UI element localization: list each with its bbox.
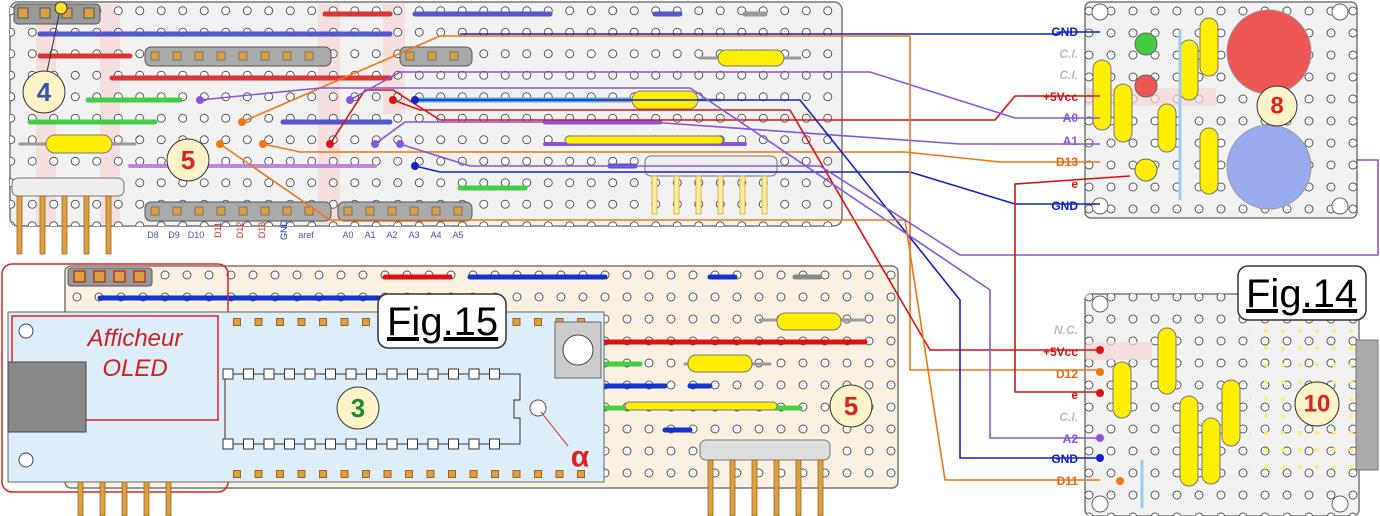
pin-label-d8: D8: [147, 230, 159, 240]
pin-label-a1: A1: [364, 230, 375, 240]
push-button[interactable]: [554, 321, 602, 379]
fig8-board: [1084, 1, 1358, 219]
fig14-label: Fig.14: [1246, 272, 1357, 316]
callout-10-label: 10: [1304, 391, 1331, 418]
callout-5-top-label: 5: [181, 145, 195, 175]
fig8-label-4: A0: [1063, 111, 1079, 125]
top-headers: [13, 3, 473, 222]
pin-label-a4: A4: [430, 230, 441, 240]
bottom-resistors: [624, 312, 842, 411]
pin-label-d11: D11: [213, 222, 223, 238]
pin-label-d9: D9: [168, 230, 180, 240]
pin-label-d10: D10: [188, 230, 205, 240]
fig10-label-3: e: [1071, 388, 1078, 402]
fig8-label-0: GND: [1051, 25, 1078, 39]
fig15-caption: Fig.15: [377, 293, 507, 349]
fig8-label-5: A1: [1063, 134, 1079, 148]
interconnect-wires: [199, 31, 1379, 481]
arduino-pin-labels: D8 D9 D10 D11 D12 D13 GND aref A0 A1 A2 A3 A4 A5: [147, 220, 463, 241]
fig8-label-1: C.I.: [1059, 47, 1078, 61]
fig10-label-6: GND: [1051, 452, 1078, 466]
callout-3: 3: [336, 386, 380, 430]
pin-label-d13: D13: [257, 222, 267, 239]
fig8-label-8: GND: [1051, 199, 1078, 213]
fig15-label: Fig.15: [387, 300, 498, 344]
fig8-label-2: C.I.: [1059, 68, 1078, 82]
callout-5-top: 5: [166, 138, 210, 182]
callout-10: 10: [1294, 381, 1340, 427]
alpha-hole: [529, 399, 547, 417]
callout-5-bottom: 5: [829, 384, 873, 428]
callout-8: 8: [1256, 85, 1298, 127]
callout-4-label: 4: [37, 77, 52, 107]
callout-8-label: 8: [1270, 93, 1283, 120]
fig10-label-0: N.C.: [1054, 323, 1078, 337]
alpha-label: α: [571, 441, 590, 474]
fig10-label-4: C.I.: [1059, 410, 1078, 424]
wire-endpoints: [196, 96, 1124, 485]
alpha-leader: [540, 411, 569, 447]
callout-5-bottom-label: 5: [844, 391, 858, 421]
pin-label-a0: A0: [342, 230, 353, 240]
fig8-label-6: D13: [1056, 155, 1078, 169]
fig8-label-3: +5Vcc: [1043, 90, 1078, 104]
pin-label-a3: A3: [408, 230, 419, 240]
pin-label-aref: aref: [298, 230, 314, 240]
top-resistors: [45, 49, 785, 154]
fig8-label-7: e: [1071, 177, 1078, 191]
callout-4: 4: [22, 1, 68, 114]
fig10-label-7: D11: [1057, 474, 1079, 488]
pin-label-a5: A5: [452, 230, 463, 240]
pin-label-a2: A2: [386, 230, 397, 240]
pin-label-gnd: GND: [279, 220, 289, 241]
pin-label-d12: D12: [235, 222, 245, 239]
fig10-label-1: +5Vcc: [1043, 345, 1078, 359]
oled-label-line2: OLED: [102, 355, 167, 382]
fig10-label-2: D12: [1056, 367, 1078, 381]
fig10-label-5: A2: [1063, 432, 1079, 446]
callout-3-label: 3: [351, 393, 365, 423]
fig14-caption: Fig.14: [1237, 265, 1367, 321]
top-left-pin-header: [11, 177, 125, 255]
bottom-right-pin-header: [699, 439, 831, 516]
oled-label-line1: Afficheur: [86, 325, 184, 352]
